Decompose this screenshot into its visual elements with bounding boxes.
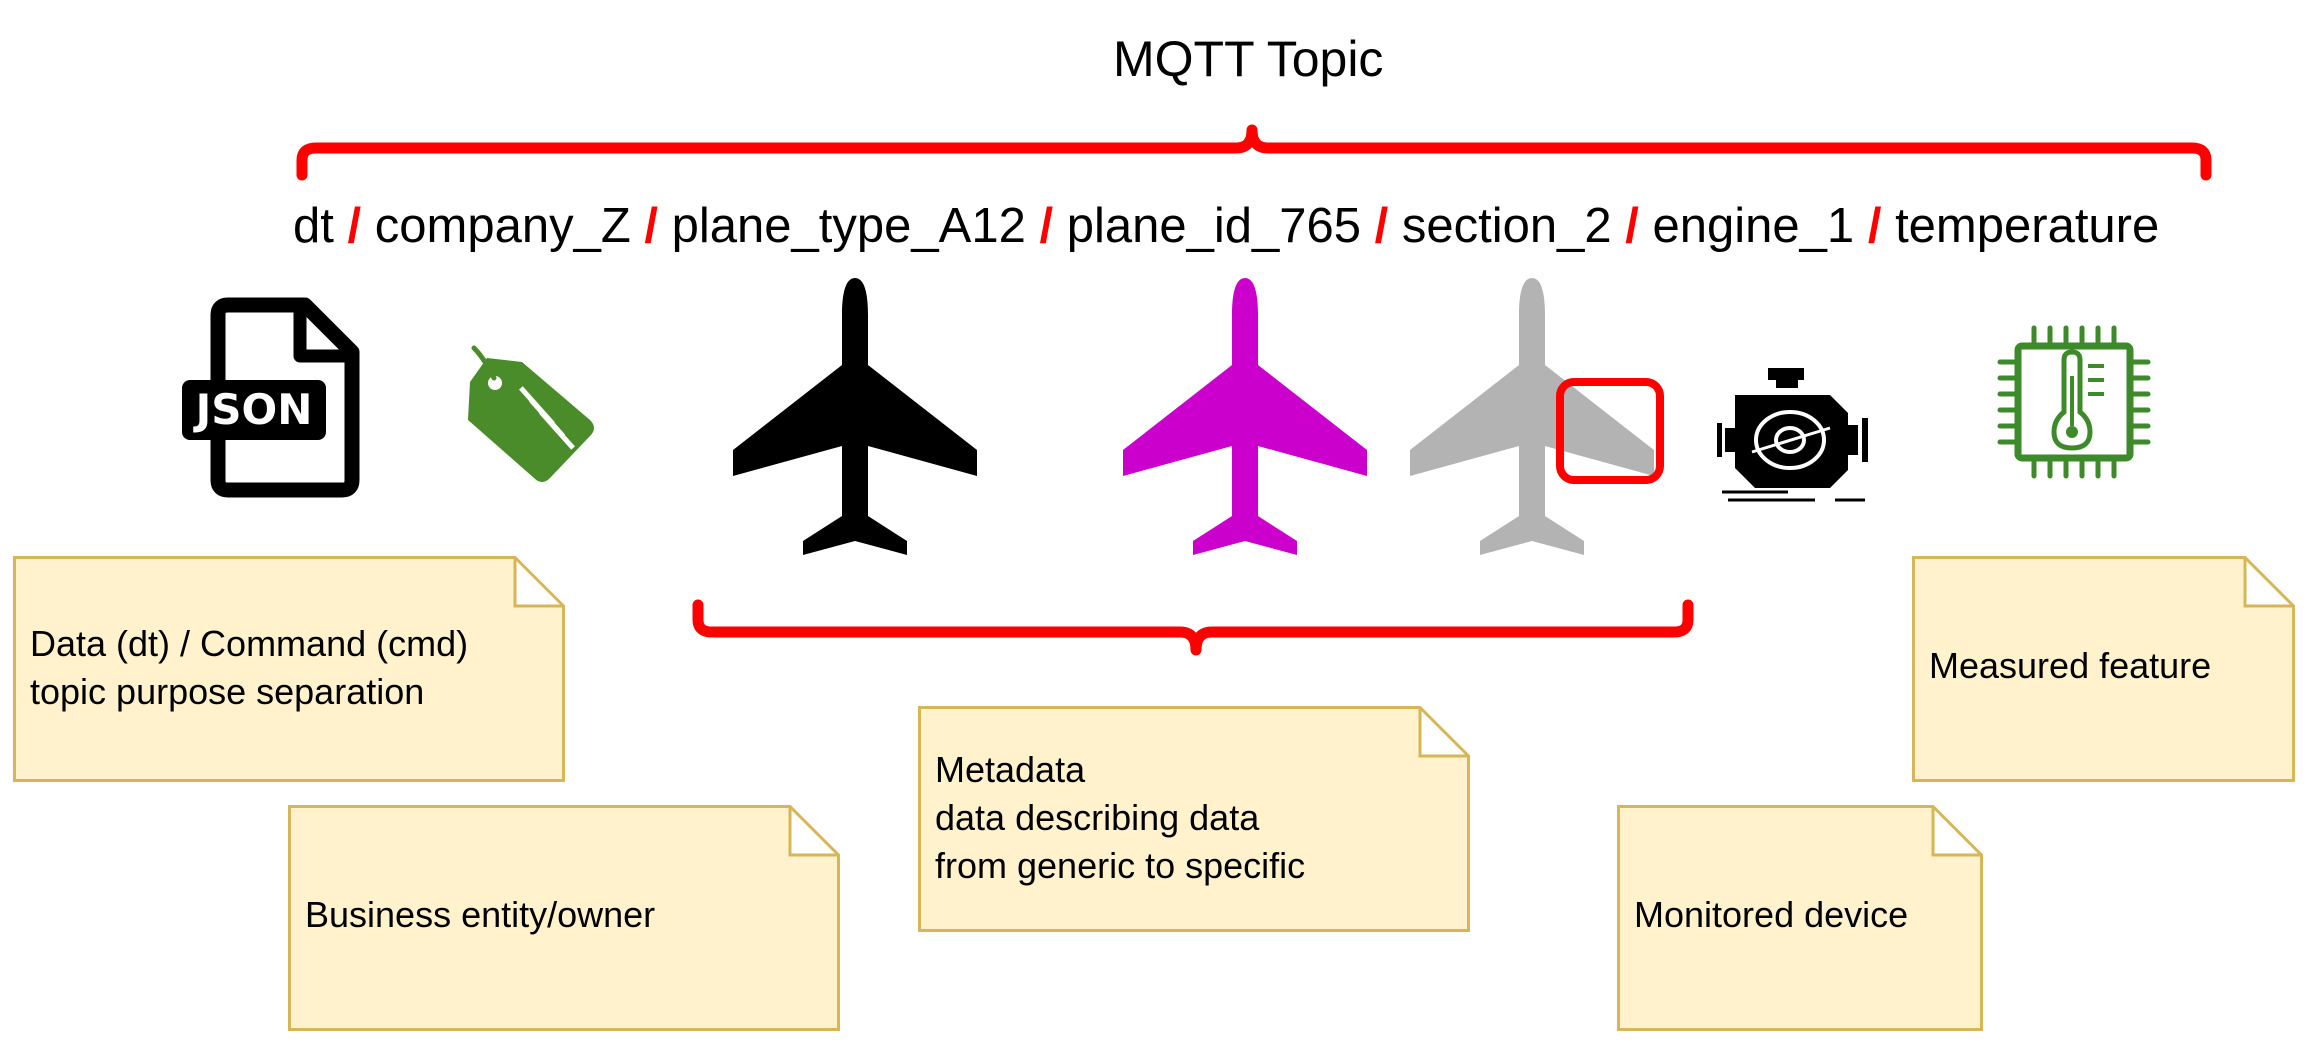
note-device-line1: Monitored device	[1634, 894, 1909, 935]
note-owner: Business entity/owner	[288, 805, 840, 1031]
temperature-chip-icon	[1997, 325, 2151, 479]
plane-type-icon	[733, 278, 977, 555]
json-file-icon: JSON	[182, 297, 360, 498]
engine-icon	[1717, 368, 1868, 502]
topic-separator: /	[644, 199, 659, 253]
note-metadata: Metadata data describing data from gener…	[918, 706, 1470, 932]
topic-segment-section: section_2	[1401, 199, 1612, 253]
plane-id-icon	[1123, 278, 1367, 555]
topic-segment-feature: temperature	[1895, 199, 2160, 253]
note-device: Monitored device	[1617, 805, 1983, 1031]
note-metadata-line2: data describing data	[935, 797, 1260, 838]
topic-separator: /	[1625, 199, 1639, 253]
topic-string: dt / company_Z / plane_type_A12 / plane_…	[293, 198, 2159, 254]
topic-segment-engine: engine_1	[1652, 199, 1855, 253]
topic-segment-company: company_Z	[374, 199, 631, 253]
json-icon-label: JSON	[193, 385, 313, 434]
note-feature-line1: Measured feature	[1929, 645, 2212, 686]
note-purpose-line2: topic purpose separation	[30, 671, 425, 712]
note-purpose-line1: Data (dt) / Command (cmd)	[30, 623, 469, 664]
price-tag-icon	[468, 345, 594, 482]
note-feature: Measured feature	[1912, 556, 2295, 782]
plane-section-icon	[1410, 278, 1664, 555]
topic-separator: /	[1374, 199, 1389, 253]
topic-separator: /	[347, 199, 362, 253]
topic-segment-dt: dt	[293, 199, 334, 253]
note-purpose: Data (dt) / Command (cmd) topic purpose …	[13, 556, 565, 782]
topic-segment-plane-id: plane_id_765	[1066, 199, 1362, 253]
section-highlight-box	[1556, 378, 1664, 484]
topic-separator: /	[1039, 199, 1054, 253]
note-metadata-line3: from generic to specific	[935, 845, 1306, 886]
diagram-title: MQTT Topic	[1113, 31, 1384, 87]
metadata-brace	[692, 599, 1694, 656]
note-owner-line1: Business entity/owner	[305, 894, 656, 935]
note-metadata-line1: Metadata	[935, 749, 1086, 790]
topic-separator: /	[1867, 199, 1882, 253]
topic-segment-plane-type: plane_type_A12	[671, 199, 1026, 253]
